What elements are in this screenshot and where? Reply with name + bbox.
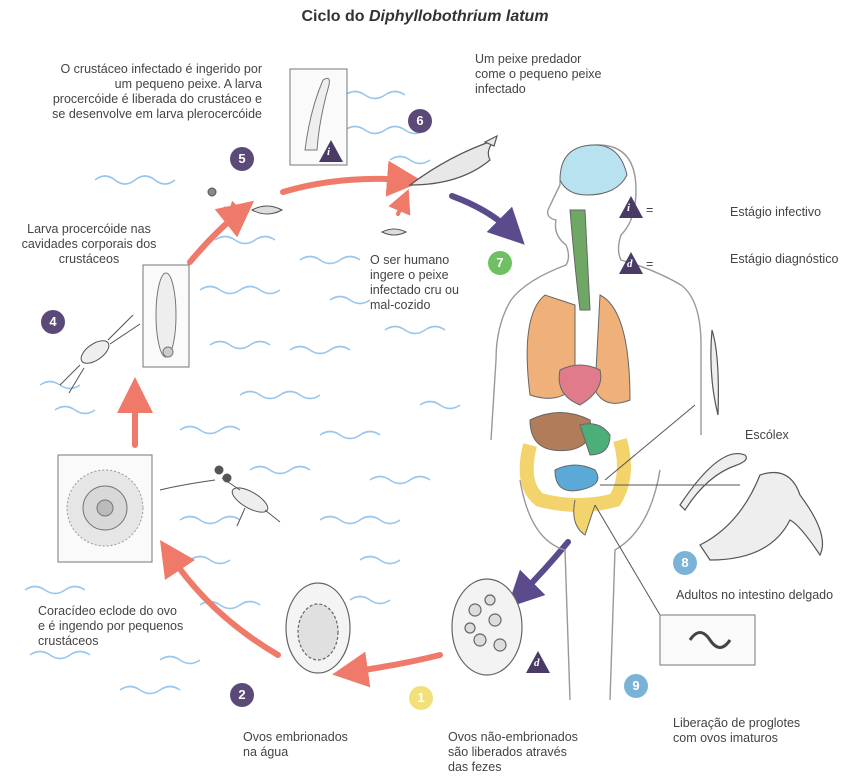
legend-infective-label: Estágio infectivo xyxy=(730,205,821,220)
step-3-caption: Coracídeo eclode do ovo e é ingendo por … xyxy=(38,604,183,649)
step-9-badge: 9 xyxy=(624,674,648,698)
step-5-badge: 5 xyxy=(230,147,254,171)
pointer-lines xyxy=(595,405,740,615)
step-4-badge: 4 xyxy=(41,310,65,334)
step-8-caption: Adultos no intestino delgado xyxy=(676,588,833,603)
step-2-caption: Ovos embrionados na água xyxy=(243,730,348,760)
predator-fish-illustration xyxy=(410,136,497,185)
step-8-badge: 8 xyxy=(673,551,697,575)
step-6-badge: 6 xyxy=(408,109,432,133)
step-2-badge: 2 xyxy=(230,683,254,707)
step-1-badge: 1 xyxy=(409,686,433,710)
proglottid-box xyxy=(660,615,755,665)
crustacean-coracidium-illustration xyxy=(160,466,280,526)
legend-infective-eq: = xyxy=(646,203,653,218)
copepod-illustration xyxy=(60,315,140,393)
unembryonated-egg-illustration xyxy=(452,579,522,675)
procercoid-larva-box xyxy=(143,265,189,367)
embryonated-egg-illustration xyxy=(286,583,350,673)
diagnostic-stage-icon: d xyxy=(619,252,643,274)
step-6-caption: Um peixe predador come o pequeno peixe i… xyxy=(475,52,601,97)
diagnostic-mark-egg: d xyxy=(526,651,550,673)
step-7-badge: 7 xyxy=(488,251,512,275)
legend-diagnostic-eq: = xyxy=(646,257,653,272)
legend-diagnostic-label: Estágio diagnóstico xyxy=(730,252,838,267)
organs xyxy=(527,145,630,535)
step-4-caption: Larva procercóide nas cavidades corporai… xyxy=(4,222,174,267)
step-1-caption: Ovos não-embrionados são liberados atrav… xyxy=(448,730,578,775)
coracidium-box xyxy=(58,455,152,562)
scolex-label: Escólex xyxy=(745,428,789,443)
step-9-caption: Liberação de proglotes com ovos imaturos xyxy=(673,716,800,746)
step-7-caption: O ser humano ingere o peixe infectado cr… xyxy=(370,253,459,313)
infective-mark-box5: i xyxy=(319,140,343,162)
step-5-caption: O crustáceo infectado é ingerido por um … xyxy=(28,62,262,122)
infective-stage-icon: i xyxy=(619,196,643,218)
